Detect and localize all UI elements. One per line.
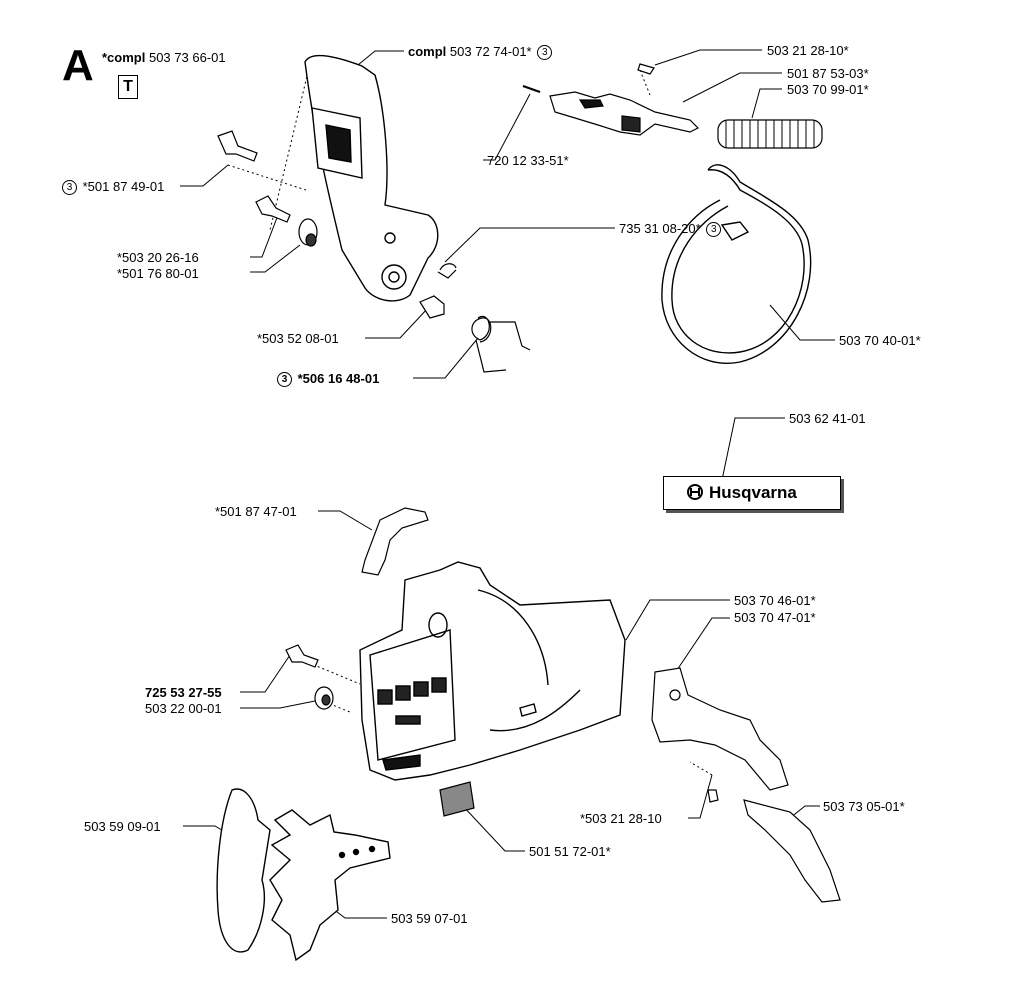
- husqvarna-crown-icon: [687, 484, 703, 500]
- label-501-51-72: 501 51 72-01*: [529, 844, 611, 859]
- label-725-53-27: 725 53 27-55: [145, 685, 222, 700]
- label-503-62-41: 503 62 41-01: [789, 411, 866, 426]
- label-503-59-07: 503 59 07-01: [391, 911, 468, 926]
- handguard-part: [304, 54, 439, 302]
- label-503-70-99: 503 70 99-01*: [787, 82, 869, 97]
- label-503-59-09: 503 59 09-01: [84, 819, 161, 834]
- label-503-20-26: *503 20 26-16: [117, 250, 199, 265]
- plate-509-part: [216, 788, 271, 953]
- label-503-70-47: 503 70 47-01*: [734, 610, 816, 625]
- coil-spring-part: [717, 119, 823, 149]
- spring-part: [471, 315, 531, 373]
- circled-number-icon: 3: [62, 180, 77, 196]
- plate-507-part: [269, 809, 391, 962]
- circled-number-icon: 3: [277, 372, 292, 388]
- brake-lever-part: [522, 63, 700, 136]
- label-501-87-53: 501 87 53-03*: [787, 66, 869, 81]
- label-503-70-40: 503 70 40-01*: [839, 333, 921, 348]
- leader-lines: [180, 49, 835, 919]
- label-501-87-49: 3 *501 87 49-01: [60, 179, 165, 196]
- label-compl: compl 503 72 74-01* 3: [408, 44, 554, 61]
- brake-band-part: [661, 164, 812, 364]
- clip-part: [361, 507, 429, 576]
- circled-number-icon: 3: [706, 222, 722, 238]
- husqvarna-decal: Husqvarna: [663, 476, 841, 510]
- compl-number: 503 72 74-01*: [449, 44, 532, 59]
- husqvarna-brand-text: Husqvarna: [709, 483, 797, 502]
- tool-icon: T: [118, 75, 138, 99]
- clutch-cover-part: [359, 561, 626, 781]
- label-506-16-48: 3 *506 16 48-01: [275, 371, 380, 388]
- block-part: [439, 781, 475, 817]
- label-503-73-05: 503 73 05-01*: [823, 799, 905, 814]
- label-501-87-47: *501 87 47-01: [215, 504, 297, 519]
- part-number: *506 16 48-01: [297, 371, 380, 386]
- label-501-76-80: *501 76 80-01: [117, 266, 199, 281]
- label-503-21-28-bottom: *503 21 28-10: [580, 811, 662, 826]
- bar-plate-part: [651, 667, 841, 903]
- label-720-12-33: 720 12 33-51*: [487, 153, 569, 168]
- section-letter: A: [62, 41, 94, 90]
- compl-text: compl: [408, 44, 447, 59]
- label-503-70-46: 503 70 46-01*: [734, 593, 816, 608]
- label-503-52-08: *503 52 08-01: [257, 331, 339, 346]
- part-number: 735 31 08-20*: [619, 221, 701, 236]
- screw-parts: [217, 130, 457, 319]
- compl-star-text: *compl: [102, 50, 146, 65]
- label-503-21-28-top: 503 21 28-10*: [767, 43, 849, 58]
- label-735-31-08: 735 31 08-20* 3: [619, 221, 723, 238]
- cover-screws: [285, 644, 334, 710]
- compl-star-number: 503 73 66-01: [148, 50, 226, 65]
- part-number: *501 87 49-01: [82, 179, 165, 194]
- label-503-22-00: 503 22 00-01: [145, 701, 222, 716]
- label-compl-star: *compl 503 73 66-01: [102, 50, 226, 65]
- circled-number-icon: 3: [537, 45, 553, 61]
